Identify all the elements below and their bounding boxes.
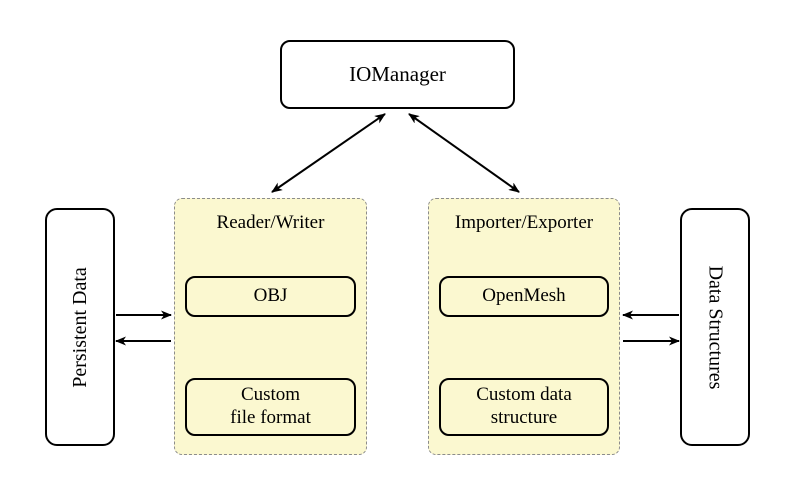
openmesh-node: OpenMesh bbox=[439, 276, 609, 317]
reader-writer-title: Reader/Writer bbox=[216, 212, 325, 233]
iomanager-label: IOManager bbox=[349, 62, 446, 86]
persistent-data-label: Persistent Data bbox=[68, 266, 91, 388]
custom-file-format-node: Custom file format bbox=[185, 378, 356, 436]
custom-data-structure-label: Custom data structure bbox=[476, 384, 572, 428]
importer-exporter-title: Importer/Exporter bbox=[454, 212, 594, 233]
custom-data-structure-node: Custom data structure bbox=[439, 378, 609, 436]
custom-file-format-label: Custom file format bbox=[230, 384, 311, 428]
arrow-iomanager-importer-exporter bbox=[408, 113, 520, 193]
importer-exporter-group: Importer/Exporter OpenMesh ⋮ Custom data… bbox=[428, 198, 620, 455]
persistent-data-node: Persistent Data bbox=[45, 208, 115, 446]
openmesh-label: OpenMesh bbox=[482, 285, 566, 307]
obj-label: OBJ bbox=[253, 285, 288, 307]
data-structures-label: Data Structures bbox=[704, 265, 727, 389]
reader-writer-group: Reader/Writer OBJ ⋮ Custom file format bbox=[174, 198, 367, 455]
arrow-iomanager-reader-writer bbox=[271, 113, 386, 193]
obj-node: OBJ bbox=[185, 276, 356, 317]
data-structures-node: Data Structures bbox=[680, 208, 750, 446]
iomanager-node: IOManager bbox=[280, 40, 515, 109]
